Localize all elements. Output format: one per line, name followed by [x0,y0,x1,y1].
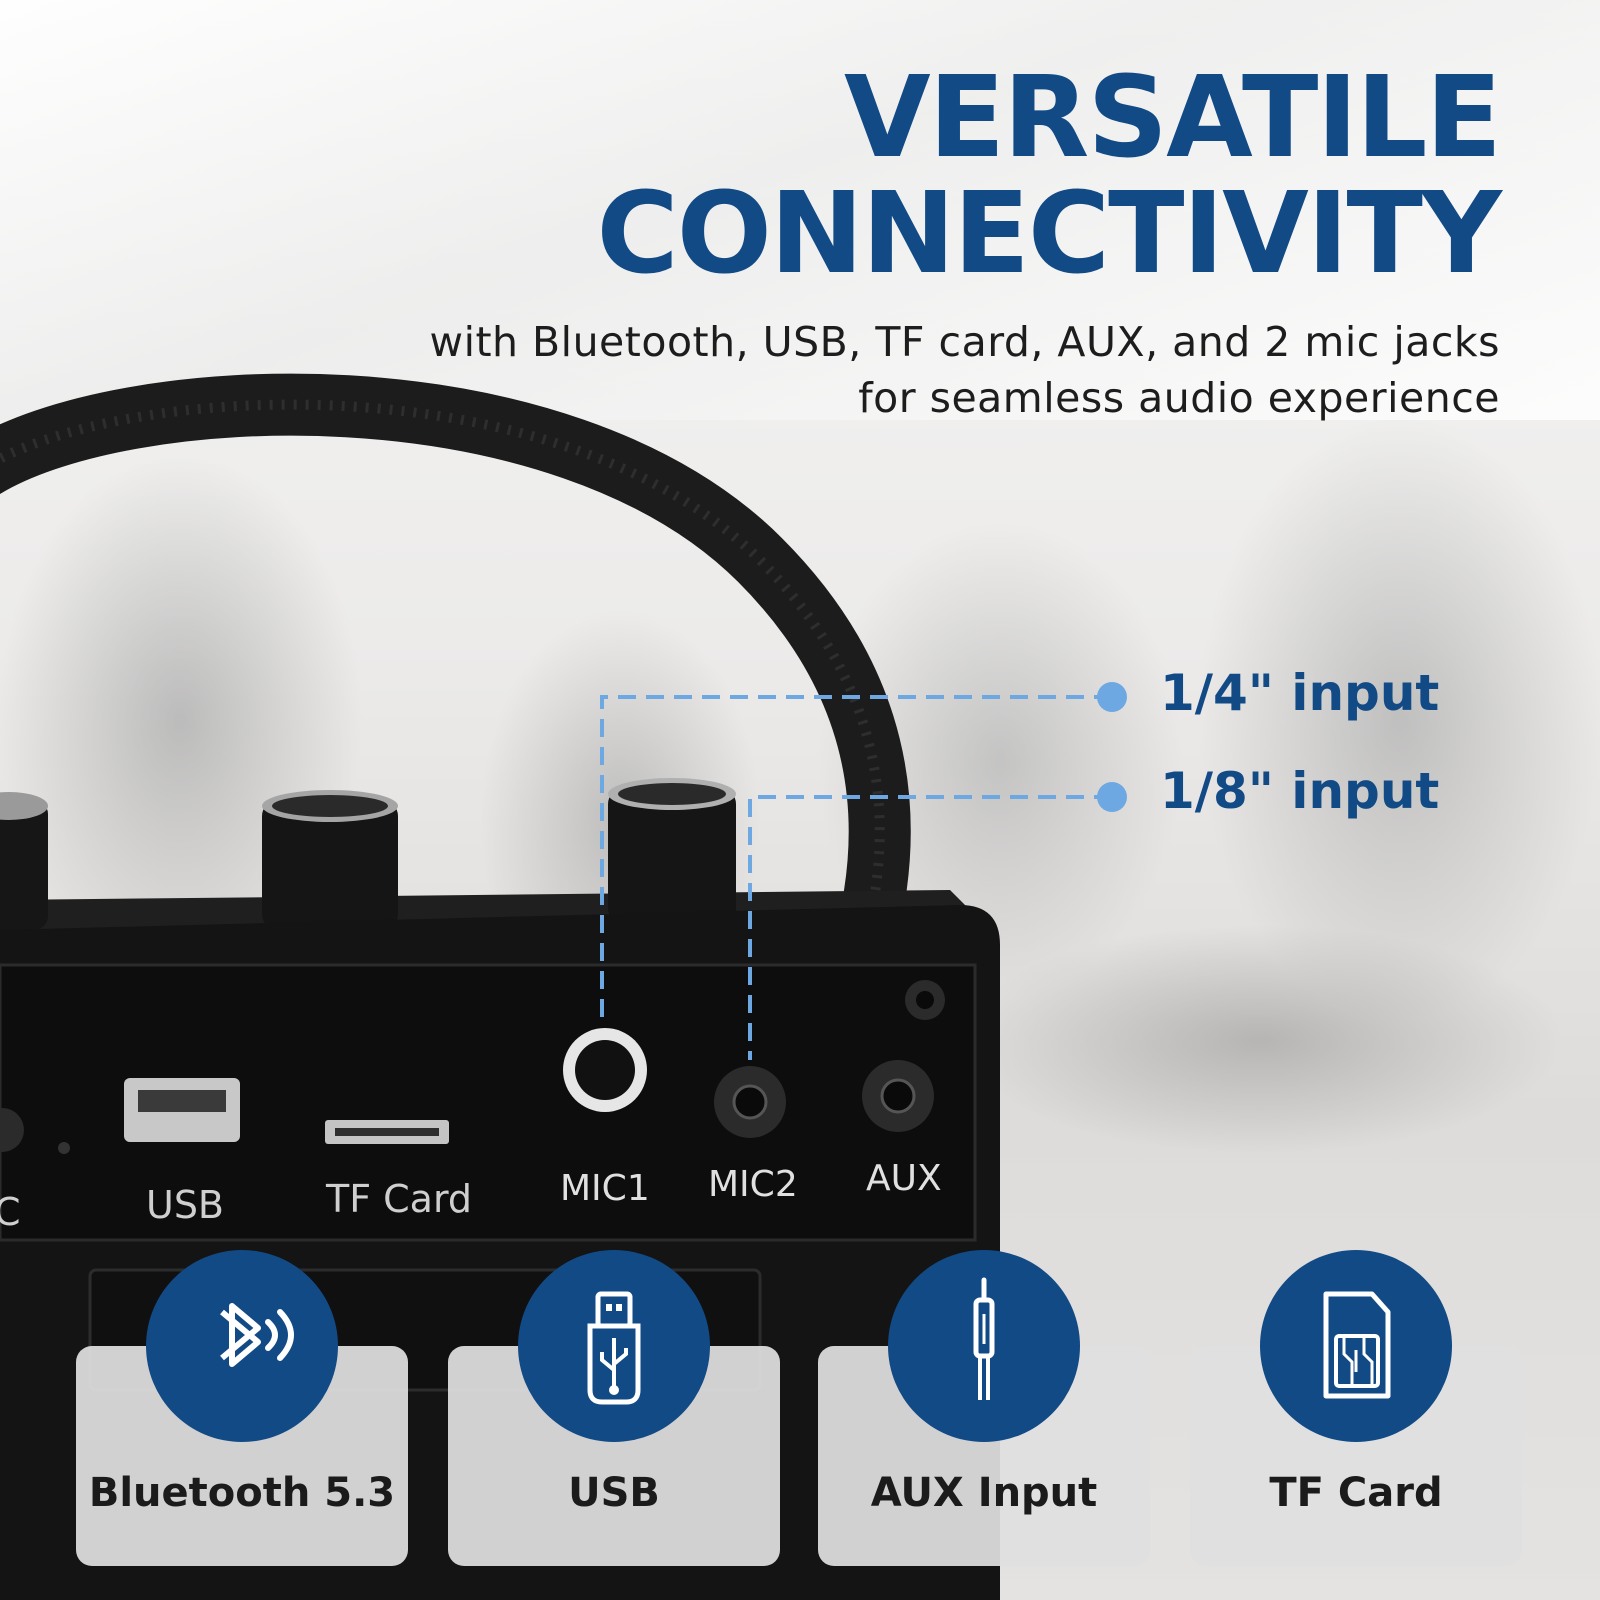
feature-card-bluetooth: Bluetooth 5.3 [76,1250,408,1566]
aux-badge [888,1250,1080,1442]
usb-port [124,1078,240,1142]
panel-label-aux: AUX [866,1158,942,1199]
feature-label: USB [568,1470,660,1516]
callout-quarter-inch: 1/4" input [1160,664,1440,722]
feature-label: TF Card [1269,1470,1443,1516]
tf-card-slot [325,1120,449,1144]
panel-label-tf-card: TF Card [325,1177,472,1221]
callout-dot-quarter [1097,682,1127,712]
feature-label: Bluetooth 5.3 [88,1470,396,1516]
aux-jack-icon [973,1277,995,1400]
subtitle: with Bluetooth, USB, TF card, AUX, and 2… [430,314,1500,426]
volume-knob [262,790,398,930]
panel-label-partial: C [0,1190,21,1234]
speaker-handle [0,373,911,951]
feature-label: AUX Input [870,1470,1098,1516]
subtitle-line-2: for seamless audio experience [858,374,1500,422]
panel-label-mic1: MIC1 [560,1168,650,1209]
feature-card-usb: USB [448,1250,780,1566]
callout-dot-eighth [1097,782,1127,812]
bluetooth-badge [146,1250,338,1442]
headline: VERSATILE CONNECTIVITY [596,53,1502,299]
usb-badge [518,1250,710,1442]
mic1-jack [563,1028,647,1112]
volume-knob [608,778,736,924]
callout-eighth-inch: 1/8" input [1160,762,1440,820]
headline-line-2: CONNECTIVITY [596,169,1502,299]
small-jack [905,980,945,1020]
panel-label-mic2: MIC2 [708,1164,798,1205]
sd-card-icon [1323,1291,1391,1399]
ceiling-blur [0,0,1600,420]
usb-drive-icon [587,1291,641,1405]
panel-label-usb: USB [146,1183,224,1227]
callout-line-eighth [748,795,1112,1060]
aux-jack [862,1060,934,1132]
mic2-jack [714,1066,786,1138]
feature-card-tf: TF Card [1190,1250,1522,1566]
volume-knob [0,792,48,930]
feature-card-aux: AUX Input [818,1250,1150,1566]
tf-badge [1260,1250,1452,1442]
bluetooth-icon [220,1303,294,1367]
callout-line-quarter [600,695,1112,1018]
subtitle-line-1: with Bluetooth, USB, TF card, AUX, and 2… [429,318,1500,366]
headline-line-1: VERSATILE [843,53,1502,183]
